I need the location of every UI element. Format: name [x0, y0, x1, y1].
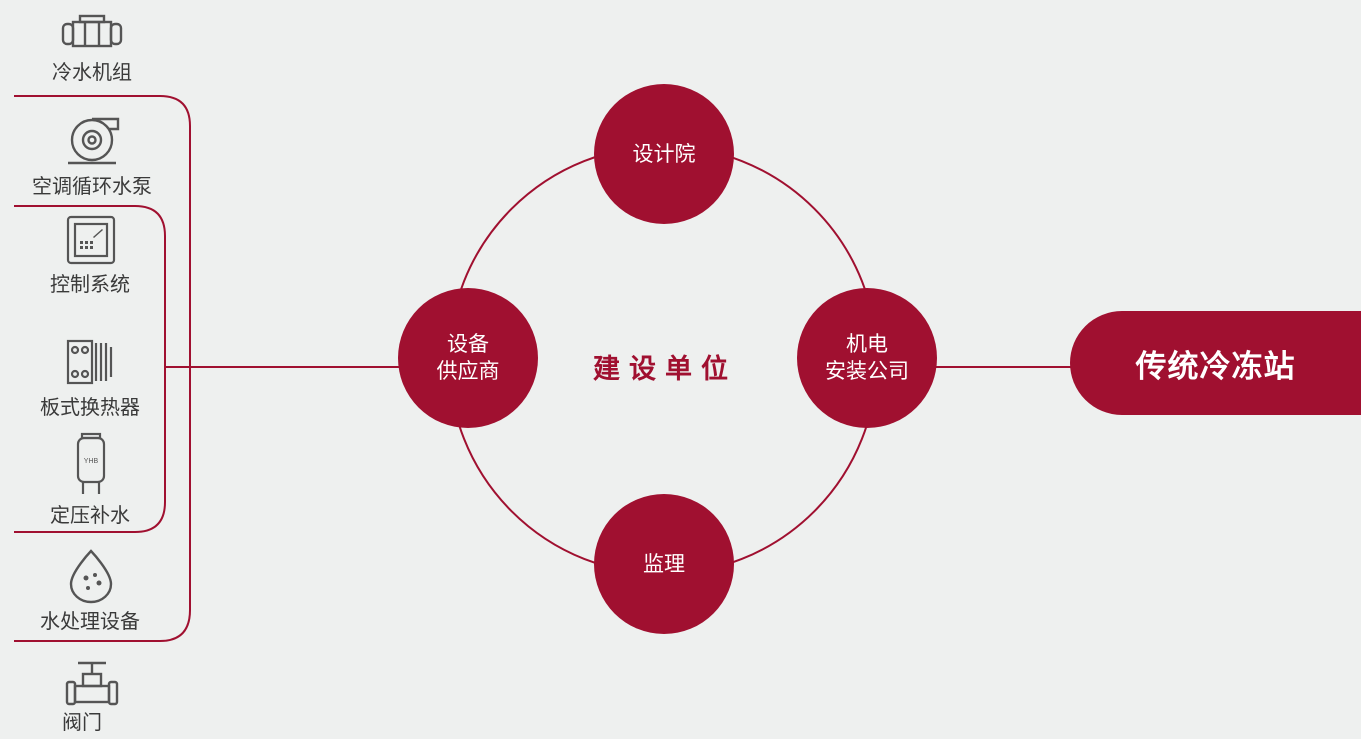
- equipment-label-water-treatment: 水处理设备: [40, 609, 140, 633]
- equipment-label-control: 控制系统: [50, 272, 130, 296]
- pressure-tank-icon: YHB: [76, 432, 106, 494]
- inner-bracket: [14, 205, 166, 533]
- equipment-label-pressure: 定压补水: [50, 503, 130, 527]
- equipment-label-heat-exchanger: 板式换热器: [40, 395, 140, 419]
- node-mep-installer: 机电 安装公司: [797, 288, 937, 428]
- chiller-icon: [61, 14, 123, 48]
- equipment-label-chiller: 冷水机组: [52, 60, 132, 84]
- tank-text: YHB: [84, 458, 99, 465]
- node-supplier-line2: 供应商: [436, 359, 500, 383]
- node-installer-line1: 机电: [846, 332, 888, 356]
- center-label-owner: 建设单位: [593, 354, 737, 385]
- node-equipment-supplier: 设备 供应商: [398, 288, 538, 428]
- node-design-label: 设计院: [632, 141, 696, 166]
- node-design-institute: 设计院: [594, 84, 734, 224]
- result-pill: 传统冷冻站: [1070, 311, 1361, 415]
- equipment-label-valve: 阀门: [62, 710, 102, 734]
- water-drop-icon: [69, 549, 113, 604]
- circulation-pump-icon: [68, 117, 120, 165]
- node-supplier-line1: 设备: [447, 332, 489, 356]
- node-supervision-label: 监理: [643, 551, 685, 576]
- control-panel-icon: [66, 215, 116, 265]
- equipment-label-pump: 空调循环水泵: [32, 174, 152, 198]
- node-installer-line2: 安装公司: [825, 359, 909, 383]
- result-label: 传统冷冻站: [1135, 348, 1296, 385]
- plate-heat-exchanger-icon: [66, 339, 113, 385]
- valve-icon: [65, 661, 119, 706]
- node-supervision: 监理: [594, 494, 734, 634]
